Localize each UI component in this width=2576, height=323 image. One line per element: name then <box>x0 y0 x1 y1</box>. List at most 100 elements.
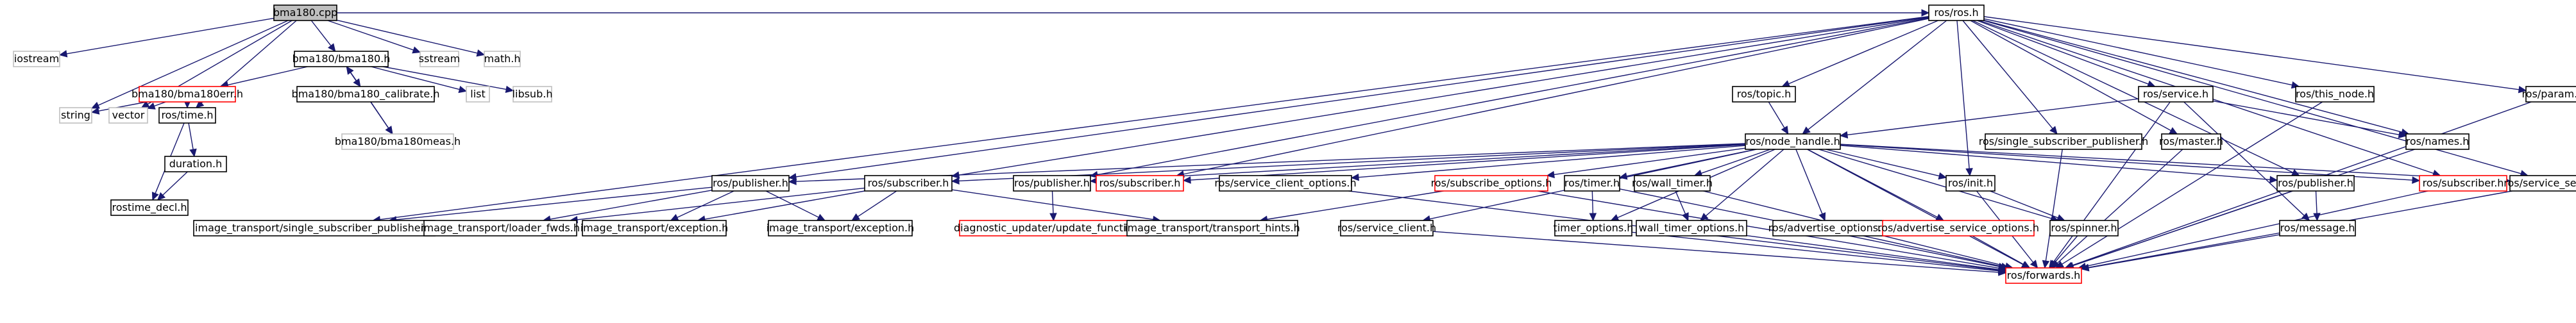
edge-arrowhead <box>670 213 679 221</box>
edge-arrowhead <box>1049 213 1057 222</box>
graph-node[interactable]: image_transport/exception.h <box>580 220 729 236</box>
graph-node[interactable]: ros/this_node.h <box>2295 86 2375 103</box>
graph-node[interactable]: ros/topic.h <box>1732 86 1796 103</box>
graph-node[interactable]: ros/spinner.h <box>2049 220 2119 236</box>
graph-node[interactable]: ros/advertise_service_options.h <box>1877 220 2039 236</box>
node-box <box>1745 133 1841 150</box>
graph-node[interactable]: ros/init.h <box>1945 175 1996 192</box>
node-label: libsub.h <box>513 88 553 100</box>
graph-node[interactable]: ros/subscriber.h <box>864 175 953 192</box>
graph-node[interactable]: image_transport/transport_hints.h <box>1124 220 1300 236</box>
node-box <box>59 107 92 124</box>
graph-node[interactable]: ros/service_server.h <box>2504 175 2576 192</box>
graph-node[interactable]: ros/names.h <box>2405 133 2470 150</box>
node-label: iostream <box>14 53 59 65</box>
node-box <box>193 220 436 236</box>
graph-node[interactable]: ros/ros.h <box>1928 4 1985 21</box>
edge-arrowhead <box>2049 260 2058 269</box>
node-box <box>1564 175 1620 192</box>
node-box <box>419 51 459 67</box>
include-edge <box>2054 235 2078 263</box>
node-box <box>158 107 216 124</box>
include-edge <box>1267 190 1444 220</box>
node-label: ros/time.h <box>161 109 213 121</box>
include-edge <box>1972 20 2294 173</box>
edge-arrowhead <box>90 101 100 109</box>
node-box <box>2405 133 2470 150</box>
include-edge <box>2072 190 2293 267</box>
graph-node[interactable]: duration.h <box>164 156 227 172</box>
node-label: ros/names.h <box>2406 135 2470 147</box>
include-edge <box>154 101 166 107</box>
graph-node[interactable]: ros/param.h <box>2522 86 2576 103</box>
include-edge <box>958 17 1929 176</box>
include-edge <box>1432 231 1999 273</box>
edge-arrowhead <box>2042 260 2050 269</box>
include-edge <box>66 17 275 54</box>
graph-node[interactable]: ros/wall_timer.h <box>1632 175 1713 192</box>
graph-node[interactable]: bma180/bma180.h <box>292 51 391 67</box>
edge-arrowhead <box>2398 131 2407 138</box>
include-edge <box>2045 149 2063 261</box>
graph-node[interactable]: bma180/bma180_calibrate.h <box>292 86 440 103</box>
node-label: ros/publisher.h <box>713 177 788 189</box>
node-box <box>273 4 337 21</box>
graph-node[interactable]: ros/publisher.h <box>2276 175 2355 192</box>
node-box <box>513 86 552 103</box>
include-edge <box>371 66 460 90</box>
node-box <box>2509 175 2576 192</box>
include-edge <box>1840 145 2271 181</box>
node-label: ros/forwards.h <box>2007 269 2081 281</box>
node-box <box>423 220 577 236</box>
graph-node[interactable]: ros/subscribe_options.h <box>1431 175 1552 192</box>
graph-node[interactable]: ros/subscriber.h <box>2419 175 2507 192</box>
node-box <box>1434 175 1548 192</box>
graph-node[interactable]: ros/service_client_options.h <box>1214 175 1357 192</box>
include-edge <box>1977 20 2149 85</box>
graph-node: sstream <box>419 51 460 67</box>
node-label: ros/subscriber.h <box>2423 177 2504 189</box>
node-box <box>1096 175 1184 192</box>
graph-node[interactable]: ros/advertise_options.h <box>1768 220 1888 236</box>
node-label: ros/service.h <box>2143 88 2208 100</box>
include-edge <box>97 20 289 106</box>
graph-node[interactable]: ros/service.h <box>2138 86 2214 103</box>
graph-node[interactable]: image_transport/single_subscriber_publis… <box>193 220 436 236</box>
include-edge <box>2183 101 2305 216</box>
node-label: ros/this_node.h <box>2296 88 2374 101</box>
graph-node: string <box>59 107 92 124</box>
graph-node[interactable]: ros/timer.h <box>1564 175 1620 192</box>
edge-arrowhead <box>1921 9 1930 17</box>
graph-node[interactable]: bma180/bma180err.h <box>131 86 243 103</box>
graph-node[interactable]: ros/node_handle.h <box>1745 133 1841 150</box>
node-label: bma180.cpp <box>273 6 337 19</box>
graph-node[interactable]: image_transport/exception.h <box>767 220 915 236</box>
node-label: ros/service_client_options.h <box>1214 177 1356 190</box>
include-edge <box>677 190 734 218</box>
graph-node[interactable]: ros/publisher.h <box>711 175 790 192</box>
graph-node[interactable]: ros/subscriber.h <box>1096 175 1184 192</box>
graph-node[interactable]: ros/publisher.h <box>1013 175 1091 192</box>
node-label: bma180/bma180meas.h <box>335 135 461 147</box>
node-label: ros/node_handle.h <box>1745 135 1840 148</box>
graph-node[interactable]: image_transport/loader_fwds.h <box>421 220 580 236</box>
graph-node[interactable]: ros/message.h <box>2279 220 2356 236</box>
graph-node[interactable]: ros/master.h <box>2159 133 2223 150</box>
include-edge <box>98 101 147 112</box>
graph-node[interactable]: ros/single_subscriber_publisher.h <box>1979 133 2148 150</box>
graph-node[interactable]: timer_options.h <box>1554 220 1634 236</box>
graph-node[interactable]: rostime_decl.h <box>110 199 189 216</box>
node-box <box>341 133 454 150</box>
node-box <box>294 51 389 67</box>
graph-node[interactable]: ros/time.h <box>158 107 216 124</box>
graph-node[interactable]: ros/forwards.h <box>2005 267 2082 284</box>
graph-node: math.h <box>484 51 521 67</box>
graph-node[interactable]: wall_timer_options.h <box>1636 220 1747 236</box>
node-label: ros/advertise_service_options.h <box>1877 222 2039 235</box>
graph-node[interactable]: diagnostic_updater/update_functions.h <box>954 220 1154 236</box>
include-edge <box>704 190 865 220</box>
node-label: wall_timer_options.h <box>1639 222 1745 235</box>
graph-node[interactable]: ros/service_client.h <box>1337 220 1436 236</box>
include-edge <box>370 101 389 129</box>
